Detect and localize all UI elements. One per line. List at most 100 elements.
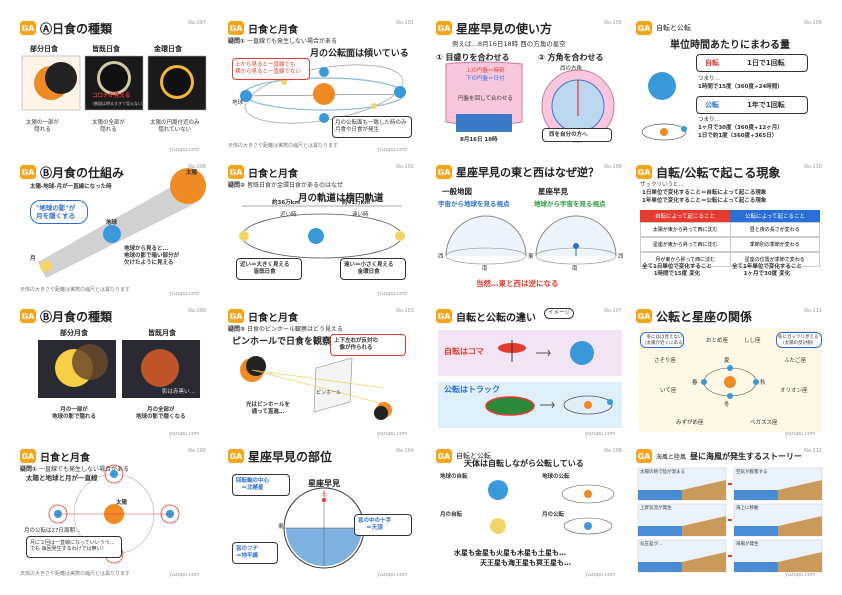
map-view: 宇宙から地球を見る視点	[438, 200, 510, 208]
logo-icon: GA	[636, 449, 652, 463]
site-label: yuzupu.com	[169, 291, 200, 297]
inverted-bubble: 上下左右が反対の 像が作られる	[334, 338, 379, 351]
logo-icon: GA	[636, 165, 652, 179]
label-annular: 金環日食	[154, 45, 182, 53]
conclusion: 当然…東と西は逆になる	[476, 279, 559, 288]
caption-partial: 太陽の一部が 隠れる	[26, 120, 60, 133]
season-summer: 夏	[724, 358, 730, 364]
site-label: yuzupu.com	[169, 572, 200, 578]
moon-icon	[163, 68, 191, 96]
site-label: yuzupu.com	[377, 291, 408, 297]
revolution-label: 公転	[705, 101, 719, 109]
bubble: 上から見ると一直線でも 横から見ると一直線でない	[235, 62, 302, 75]
sun-icon	[660, 128, 668, 136]
logo-icon: GA	[20, 449, 36, 463]
rotation-note-2: 1時間で15度（360度÷24時間）	[698, 84, 783, 90]
revolution-value: 1年で1回転	[747, 101, 785, 109]
example: 例えば…8月16日18時 西の方角の星空	[452, 40, 566, 48]
step-2: ② 方角を合わせる	[538, 53, 604, 62]
sun-label: 太陽	[116, 500, 128, 506]
revolution-note-2: 1ヶ月で30度（360度÷12ヶ月）	[698, 125, 783, 131]
chart-west: 西	[618, 254, 624, 260]
question: 疑問① 一直線でも発生しない場合がある	[228, 38, 338, 45]
question: 疑問① 一直線でも発生しない場合がある	[20, 466, 130, 473]
part-2: 窓のフチ ＝地平線	[236, 546, 259, 559]
card-title: 日食と月食	[248, 312, 298, 324]
table-row: 太陽が東から昇って西に沈む 昼と夜の長さが変わる	[640, 222, 820, 237]
foot-revolution: 全て1年単位で変化すること 1ヶ月で30度 変化	[732, 264, 802, 277]
intro: ザックリいうと…	[640, 182, 685, 188]
card-number: No.102	[396, 164, 414, 170]
earth-icon	[648, 72, 676, 100]
card-title: 自転/公転で起こる現象	[656, 165, 781, 180]
part-3: 窓の中の十字 ＝天頂	[358, 518, 392, 531]
planisphere-view: 地球から宇宙を見る視点	[534, 200, 606, 208]
grip-note: 西を自分の方へ	[549, 132, 588, 138]
step-1: 太陽の熱で陸が温まる	[640, 470, 685, 475]
logo-icon: GA	[436, 449, 452, 463]
card-number: No.111	[804, 308, 822, 314]
footnote: 天体の大きさや距離は実際の縮尺とは異なります	[20, 571, 131, 577]
moon-rotation: 月の自転	[440, 512, 463, 518]
sun-icon	[170, 168, 206, 204]
moon-icon	[100, 64, 128, 92]
sun-icon	[313, 83, 335, 105]
shadow-diagram	[38, 168, 206, 278]
dome-diagrams	[445, 215, 617, 265]
earth-icon	[607, 399, 613, 405]
ellipse-orbit	[239, 205, 405, 259]
logo-icon: GA	[436, 21, 452, 35]
caption-partial: 月の一部が 地球の影で隠れる	[52, 407, 97, 420]
earth-rotation: 地球の自転	[440, 474, 468, 480]
moon-icon	[141, 349, 179, 387]
period-note: 月の公転は27日周期…	[24, 528, 81, 534]
logo-icon: GA	[20, 309, 36, 323]
far-label: 遠い時	[352, 212, 369, 218]
caption-annular: 太陽の円周付近のみ 隠れていない	[150, 120, 200, 133]
track-icon	[485, 396, 535, 416]
heading: 月の公転面は傾いている	[310, 49, 409, 59]
card-title: 自転と公転	[456, 452, 491, 460]
sign-pegasus: ペガスス座	[750, 420, 778, 426]
heading: 月の軌道は楕円軌道	[298, 193, 384, 204]
planisphere-heading: 星座早見	[538, 187, 568, 196]
earth-revolution: 地球の公転	[542, 474, 570, 480]
moon-icon	[40, 260, 52, 272]
logo-icon: GA	[436, 309, 452, 323]
earth-icon	[681, 126, 687, 132]
season-spring: 春	[692, 380, 698, 386]
east-label: 東	[278, 524, 284, 530]
part-1: 回転軸の中心 ＝北極星	[236, 478, 270, 491]
foot-1: 水星も金星も火星も木星も土星も…	[454, 549, 566, 557]
card-number: No.099	[188, 308, 206, 314]
label-partial: 部分日食	[30, 45, 58, 53]
footnote: 天体の大きさや距離は実際の縮尺とは異なります	[228, 143, 339, 149]
site-label: yuzupu.com	[377, 572, 408, 578]
logo-icon: GA	[436, 165, 452, 179]
foot-rotation: 全て1日単位で変化すること 1時間で15度 変化	[642, 264, 712, 277]
card-title: 日食と月食	[248, 24, 298, 36]
heading: 天体は自転しながら公転している	[464, 459, 584, 468]
step-4: 海上に移動	[736, 506, 759, 511]
heading: 単位時間あたりにまわる量	[670, 40, 790, 51]
rotation-value: 1日で1回転	[747, 59, 785, 67]
card-title: 星座早見の部位	[248, 449, 333, 464]
west-label: 西の方角	[560, 66, 583, 72]
question: 疑問③ 日食のピンホール観察はどう見える	[228, 326, 343, 333]
rotation-note-1: つまり…	[698, 76, 721, 82]
logo-icon: GA	[20, 165, 36, 179]
alignment-note: 太陽-地球-月が一直線になった時	[30, 184, 112, 190]
rotation-top: 自転はコマ	[444, 347, 484, 356]
card-title: 自転と公転の違い	[456, 312, 536, 324]
phenomena-table: 自転によって起こること 公転によって起こること 太陽が東から昇って西に沈む 昼と…	[640, 210, 820, 267]
line-1: 1日単位で変化すること＝自転によって起こる現象	[642, 190, 767, 196]
label-total: 皆既日食	[92, 45, 120, 53]
card-title: 日食と月食	[248, 168, 298, 180]
label-total: 皆既月食	[148, 329, 176, 337]
alignment-line: 太陽と地球と月が一直線	[26, 474, 98, 482]
card-title: Ⓑ月食の種類	[40, 309, 113, 324]
